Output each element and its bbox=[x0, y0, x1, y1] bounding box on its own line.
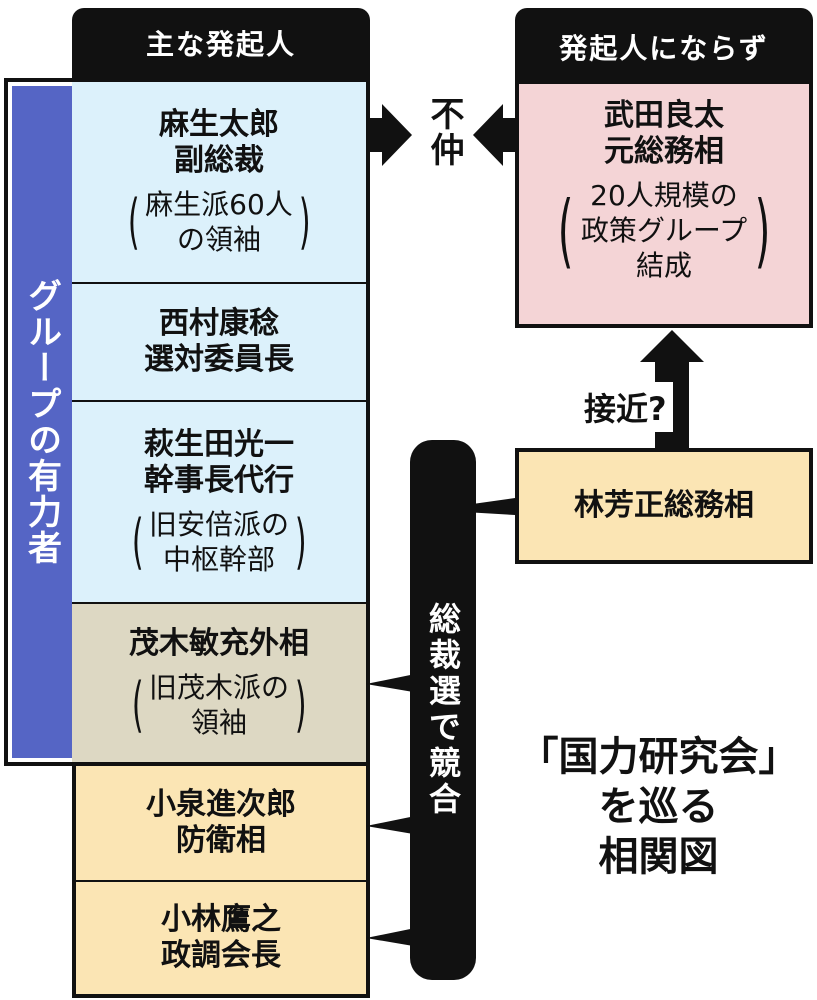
arrow-right-icon bbox=[370, 104, 412, 166]
hayashi-cell: 林芳正総務相 bbox=[515, 448, 813, 564]
koizumi-cell: 小泉進次郎 防衛相 bbox=[76, 766, 366, 882]
aso-note: ( 麻生派60人 の領袖 ) bbox=[122, 187, 316, 257]
right-paren-icon: ) bbox=[294, 670, 307, 740]
hagiuda-title: 幹事長代行 bbox=[144, 463, 294, 498]
caption-line1: 「国力研究会」 bbox=[518, 734, 799, 780]
header-main-founders: 主な発起人 bbox=[72, 8, 370, 78]
right-paren-icon: ) bbox=[754, 183, 771, 277]
kobayashi-name: 小林鷹之 bbox=[161, 902, 281, 937]
takeda-title: 元総務相 bbox=[604, 134, 724, 169]
takeda-note: ( 20人規模の 政策グループ 結成 ) bbox=[550, 178, 779, 283]
koizumi-name: 小泉進次郎 bbox=[146, 787, 296, 822]
lower-column-frame bbox=[72, 766, 370, 998]
motegi-note-line2: 領袖 bbox=[190, 706, 247, 739]
influential-members-band: グループの有力者 bbox=[12, 86, 72, 758]
motegi-cell: 茂木敏充外相 ( 旧茂木派の 領袖 ) bbox=[72, 604, 366, 762]
aso-note-line2: の領袖 bbox=[176, 223, 261, 256]
fuchu-label: 不仲 bbox=[424, 96, 464, 168]
hagiuda-note-line1: 旧安倍派の bbox=[148, 508, 289, 541]
left-paren-icon: ( bbox=[557, 183, 574, 277]
motegi-name: 茂木敏充外相 bbox=[129, 626, 309, 661]
arrow-up-icon bbox=[640, 330, 704, 362]
nishimura-name: 西村康稔 bbox=[159, 306, 279, 341]
hagiuda-cell: 萩生田光一 幹事長代行 ( 旧安倍派の 中枢幹部 ) bbox=[72, 402, 366, 604]
aso-note-line1: 麻生派60人 bbox=[145, 188, 293, 221]
hagiuda-note: ( 旧安倍派の 中枢幹部 ) bbox=[126, 507, 313, 577]
hayashi-name: 林芳正総務相 bbox=[574, 488, 754, 523]
aso-name: 麻生太郎 bbox=[159, 107, 279, 142]
caption-line2: を巡る bbox=[598, 784, 719, 830]
diagram-caption: 「国力研究会」 を巡る 相関図 bbox=[500, 732, 817, 882]
hagiuda-name: 萩生田光一 bbox=[144, 427, 294, 462]
arrow-left-icon bbox=[473, 104, 515, 166]
left-paren-icon: ( bbox=[127, 187, 140, 257]
takeda-note-line2: 政策グループ bbox=[580, 214, 748, 247]
header-not-founder: 発起人にならず bbox=[515, 8, 813, 86]
left-paren-icon: ( bbox=[131, 670, 144, 740]
influential-group-frame bbox=[4, 78, 370, 766]
kobayashi-cell: 小林鷹之 政調会長 bbox=[76, 882, 366, 994]
kyogo-pill: 総裁選で競合 bbox=[410, 440, 476, 980]
caption-line3: 相関図 bbox=[598, 834, 719, 880]
takeda-name: 武田良太 bbox=[604, 98, 724, 133]
takeda-note-line1: 20人規模の bbox=[590, 179, 738, 212]
takeda-cell: 武田良太 元総務相 ( 20人規模の 政策グループ 結成 ) bbox=[515, 84, 813, 328]
takeda-note-line3: 結成 bbox=[635, 249, 692, 282]
kobayashi-title: 政調会長 bbox=[161, 938, 281, 973]
motegi-note-line1: 旧茂木派の bbox=[148, 671, 289, 704]
aso-cell: 麻生太郎 副総裁 ( 麻生派60人 の領袖 ) bbox=[72, 82, 366, 284]
aso-title: 副総裁 bbox=[174, 143, 264, 178]
hagiuda-note-line2: 中枢幹部 bbox=[162, 543, 275, 576]
right-paren-icon: ) bbox=[294, 507, 307, 577]
sekkin-label: 接近? bbox=[578, 382, 673, 432]
nishimura-cell: 西村康稔 選対委員長 bbox=[72, 284, 366, 402]
right-paren-icon: ) bbox=[298, 187, 311, 257]
motegi-note: ( 旧茂木派の 領袖 ) bbox=[126, 670, 313, 740]
koizumi-title: 防衛相 bbox=[176, 823, 266, 858]
nishimura-title: 選対委員長 bbox=[144, 342, 294, 377]
left-paren-icon: ( bbox=[131, 507, 144, 577]
